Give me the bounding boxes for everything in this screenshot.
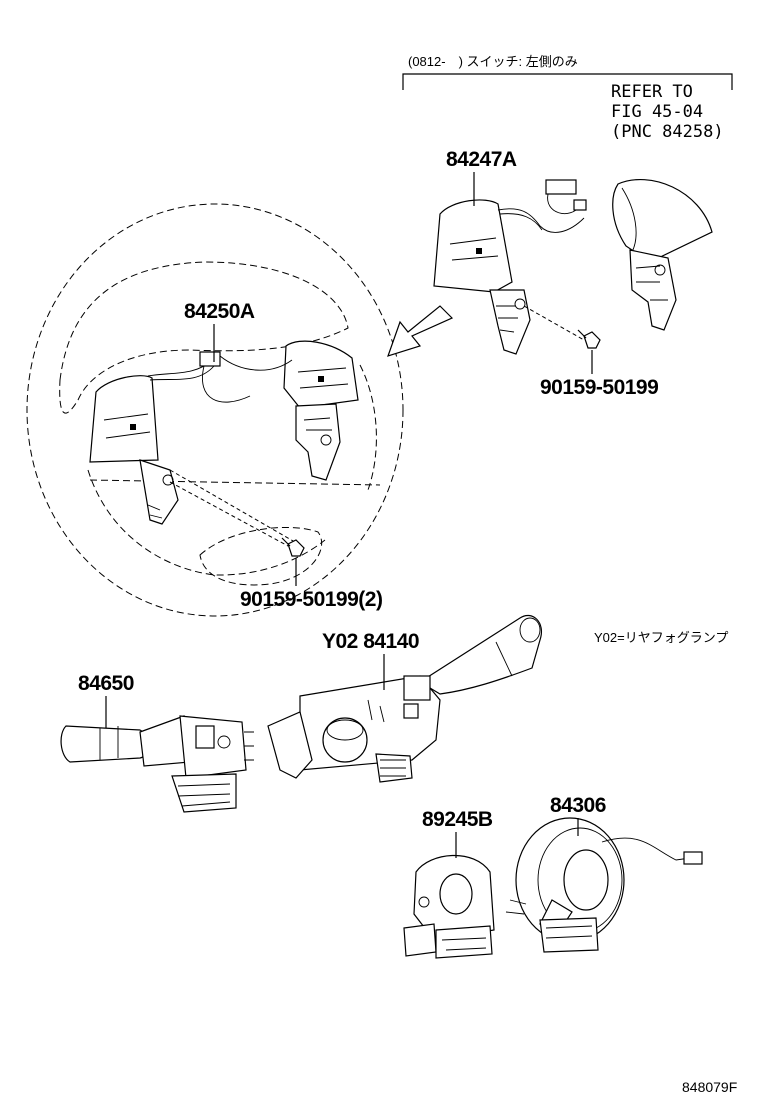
diagram-code: 848079F xyxy=(682,1079,737,1095)
refer-line-1: REFER TO xyxy=(611,82,693,102)
header-bracket xyxy=(402,73,733,90)
label-84140: Y02 84140 xyxy=(322,630,419,653)
label-84650: 84650 xyxy=(78,672,134,695)
label-90159-lower: 90159-50199(2) xyxy=(240,588,382,611)
label-89245B: 89245B xyxy=(422,808,493,831)
sensor-89245B xyxy=(403,854,495,959)
harness-84247A xyxy=(497,179,587,233)
header-note: (0812- ) スイッチ: 左側のみ xyxy=(408,54,578,69)
refer-line-3: (PNC 84258) xyxy=(611,122,724,142)
refer-line-2: FIG 45-04 xyxy=(611,102,703,122)
cover-84258 xyxy=(612,179,713,331)
wheel-harness-84250A xyxy=(147,351,293,403)
spiral-cable-84306 xyxy=(505,817,703,953)
bolt-upper xyxy=(577,329,601,349)
wheel-switch-right xyxy=(283,340,359,481)
wheel-switch-left xyxy=(89,375,179,525)
label-90159-upper: 90159-50199 xyxy=(540,376,658,399)
insert-arrow xyxy=(387,305,454,357)
label-84306: 84306 xyxy=(550,794,606,817)
label-84250A: 84250A xyxy=(184,300,255,323)
label-84247A: 84247A xyxy=(446,148,517,171)
bolt-upper-leader xyxy=(523,305,585,341)
bolt-lower xyxy=(281,537,305,557)
combo-switch-84140 xyxy=(267,614,542,783)
bolt-lower-leader xyxy=(169,481,289,547)
steering-wheel-outline xyxy=(26,203,404,617)
switch-84247A xyxy=(433,199,531,355)
wiper-switch-84650 xyxy=(60,715,254,813)
legend-y02: Y02=リヤフォグランプ xyxy=(594,630,728,645)
